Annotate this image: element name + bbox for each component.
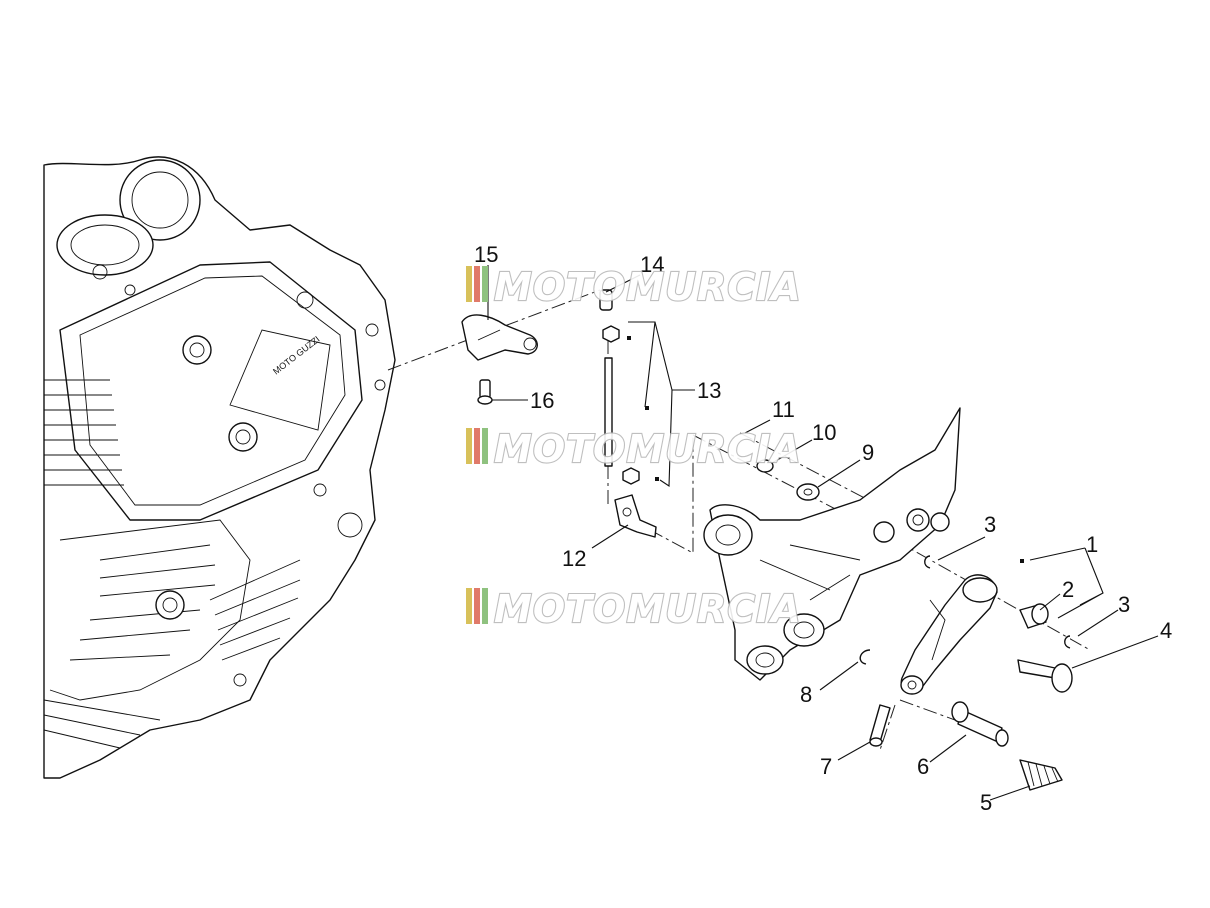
watermark-stripe [474, 428, 480, 464]
watermark-bottom: MOTOMURCIA [466, 586, 802, 632]
watermark-text: MOTOMURCIA [494, 265, 802, 309]
part-3-circlip-lower[interactable] [1064, 635, 1071, 649]
part-14-pin[interactable] [599, 289, 613, 311]
part-8-clip[interactable] [859, 649, 871, 665]
callout-1: 1 [1086, 532, 1098, 557]
part-13-shift-rod-set[interactable] [602, 325, 659, 485]
part-16-bolt[interactable] [477, 379, 493, 405]
engine-block-illustration: MOTO GUZZI [43, 156, 396, 779]
callout-5: 5 [980, 790, 992, 815]
watermark-stripe [482, 428, 488, 464]
part-3-circlip-upper[interactable] [924, 555, 931, 569]
footpeg-mounting-plate [703, 407, 961, 681]
callout-12: 12 [562, 546, 586, 571]
leader-lines [487, 265, 1159, 801]
part-1-gear-shift-lever[interactable] [900, 559, 1024, 695]
part-2-bushing[interactable] [1019, 603, 1049, 629]
callout-labels: 1 2 3 3 4 5 6 7 8 9 10 11 12 13 14 15 16 [474, 242, 1172, 815]
watermark-stripe [474, 266, 480, 302]
part-6-peg-bolt[interactable] [951, 701, 1009, 747]
callout-16: 16 [530, 388, 554, 413]
part-4-pivot-bolt[interactable] [1017, 659, 1073, 693]
callout-15: 15 [474, 242, 498, 267]
callout-8: 8 [800, 682, 812, 707]
callout-9: 9 [862, 440, 874, 465]
callout-13: 13 [697, 378, 721, 403]
part-10-washer[interactable] [756, 459, 774, 473]
part-5-rubber-foot-peg[interactable] [1019, 759, 1063, 791]
callout-7: 7 [820, 754, 832, 779]
watermark-stripe [482, 588, 488, 624]
callout-2: 2 [1062, 577, 1074, 602]
callout-3: 3 [1118, 592, 1130, 617]
part-12-rod-end-joint[interactable] [614, 494, 657, 538]
callout-3: 3 [984, 512, 996, 537]
part-9-washer[interactable] [796, 483, 820, 501]
callout-6: 6 [917, 754, 929, 779]
callout-4: 4 [1160, 618, 1172, 643]
part-15-shift-lever-bracket[interactable] [461, 314, 538, 361]
callout-14: 14 [640, 252, 664, 277]
watermark-text: MOTOMURCIA [494, 587, 802, 631]
watermark-top: MOTOMURCIA [466, 264, 802, 310]
watermark-stripe [482, 266, 488, 302]
watermark-middle: MOTOMURCIA [466, 426, 802, 472]
watermark-stripe [466, 428, 472, 464]
part-7-pin[interactable] [869, 704, 891, 747]
watermark-stripe [474, 588, 480, 624]
watermark-stripe [466, 266, 472, 302]
watermark-text: MOTOMURCIA [494, 427, 802, 471]
callout-11: 11 [772, 397, 795, 422]
callout-10: 10 [812, 420, 836, 445]
watermark-stripe [466, 588, 472, 624]
